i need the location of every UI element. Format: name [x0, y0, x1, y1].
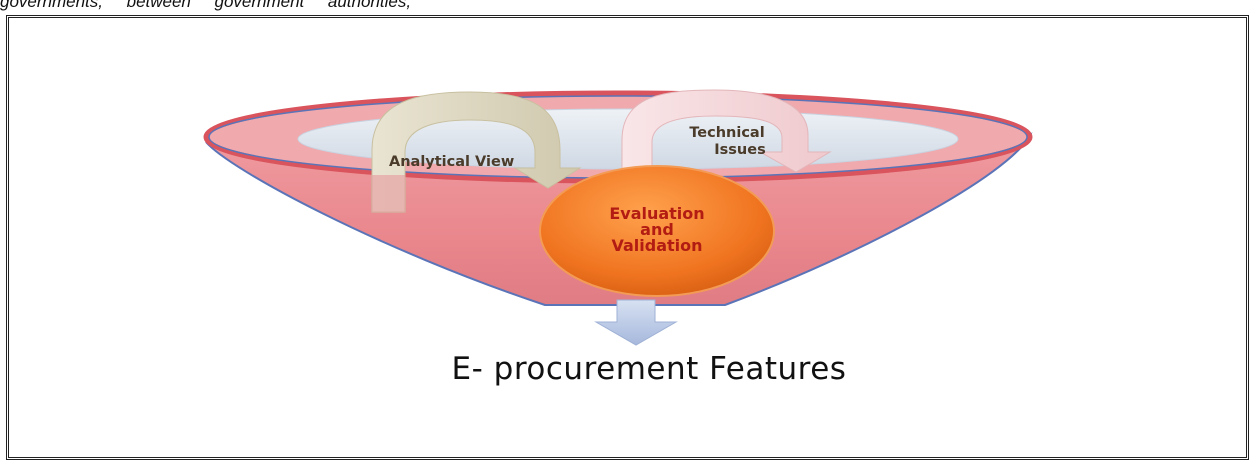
evaluation-label-line1: Evaluation — [609, 204, 704, 223]
funnel-diagram: Analytical View Technical Issues Evaluat… — [203, 89, 1033, 346]
down-arrow — [594, 299, 678, 346]
technical-issues-arrow — [621, 89, 832, 201]
evaluation-circle — [539, 165, 775, 297]
evaluation-label-line3: Validation — [611, 236, 702, 255]
clipped-paragraph-text: governments, between government authorit… — [0, 0, 412, 11]
analytical-view-arrow — [371, 91, 582, 213]
diagram-caption: E- procurement Features — [451, 351, 847, 387]
technical-issues-label-line2: Issues — [714, 142, 765, 158]
technical-issues-label-line1: Technical — [689, 125, 764, 141]
evaluation-label-line2: and — [640, 220, 674, 239]
analytical-view-arrow-lower — [372, 175, 405, 212]
analytical-view-label: Analytical View — [389, 154, 514, 170]
